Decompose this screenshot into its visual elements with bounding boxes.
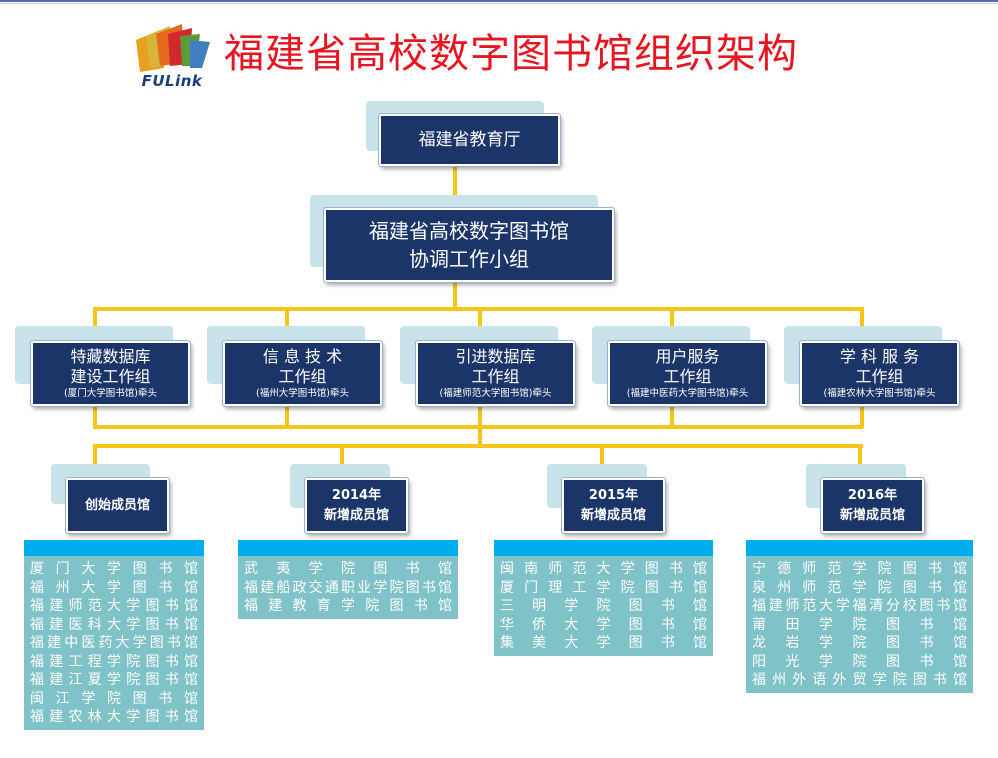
work-group-special-collections: 特藏数据库 建设工作组 (厦门大学图书馆)牵头 [31, 341, 190, 406]
library-item: 福建教育学院图书馆 [244, 598, 452, 614]
work-group-user-services: 用户服务 工作组 (福建中医药大学图书馆)牵头 [608, 341, 767, 406]
work-group-subtitle: 工作组 [278, 366, 327, 386]
node-education-department: 福建省教育厅 [379, 114, 560, 166]
book-stack-icon [136, 24, 210, 72]
work-group-subtitle: 工作组 [471, 366, 520, 386]
library-item: 厦门大学图书馆 [30, 561, 198, 577]
library-item: 龙岩学院图书馆 [752, 635, 967, 651]
library-item: 福建师范大学福清分校图书馆 [752, 598, 967, 614]
connector-group-5-drop [860, 307, 864, 341]
top-border-line-thin [0, 3, 998, 4]
connector-member-2-drop [340, 444, 344, 478]
connector-members-center [478, 425, 482, 447]
connector-members-bus [93, 444, 863, 448]
member-group-title: 新增成员馆 [323, 507, 389, 523]
fulink-logo: FULink [130, 22, 214, 92]
connector-group-2-drop [285, 307, 289, 341]
node-coordination-group: 福建省高校数字图书馆 协调工作小组 [324, 208, 614, 282]
library-item: 福建农林大学图书馆 [30, 709, 198, 725]
library-item: 宁德师范学院图书馆 [752, 561, 967, 577]
member-group-2014: 2014年 新增成员馆 [305, 478, 408, 533]
library-item: 阳光学院图书馆 [752, 653, 967, 670]
library-item: 福建师范大学图书馆 [30, 598, 198, 614]
library-item: 莆田学院图书馆 [752, 616, 967, 633]
member-group-title: 新增成员馆 [839, 507, 905, 523]
member-group-2015: 2015年 新增成员馆 [562, 478, 665, 533]
work-group-title: 用户服务 [655, 346, 720, 366]
work-group-information-technology: 信 息 技 术 工作组 (福州大学图书馆)牵头 [223, 341, 382, 406]
library-item: 武夷学院图书馆 [244, 561, 452, 577]
logo-text: FULink [141, 72, 203, 90]
library-item: 福建船政交通职业学院图书馆 [244, 579, 452, 596]
connector-member-3-drop [600, 444, 604, 478]
work-group-title: 信 息 技 术 [262, 346, 343, 366]
library-item: 福建医科大学图书馆 [30, 616, 198, 633]
library-item: 厦门理工学院图书馆 [500, 579, 707, 596]
library-item: 福州外语外贸学院图书馆 [752, 672, 967, 688]
connector-groups-rise-3 [478, 406, 482, 428]
library-list-header [24, 540, 204, 556]
work-group-lead: (福建师范大学图书馆)牵头 [439, 387, 552, 399]
library-item: 福州大学图书馆 [30, 579, 198, 596]
work-group-lead: (福建中医药大学图书馆)牵头 [626, 387, 749, 399]
library-list-2016: 宁德师范学院图书馆 泉州师范学院图书馆 福建师范大学福清分校图书馆 莆田学院图书… [746, 540, 973, 693]
connector-groups-rise-4 [670, 406, 674, 428]
connector-coord-down [453, 281, 457, 308]
connector-group-4-drop [670, 307, 674, 341]
connector-top-to-coord [453, 164, 457, 204]
library-list-2014: 武夷学院图书馆 福建船政交通职业学院图书馆 福建教育学院图书馆 [238, 540, 458, 619]
library-list-body: 闽南师范大学图书馆 厦门理工学院图书馆 三明学院图书馆 华侨大学图书馆 集美大学… [494, 556, 713, 656]
library-item: 福建江夏学院图书馆 [30, 672, 198, 688]
connector-group-1-drop [93, 307, 97, 341]
library-item: 三明学院图书馆 [500, 598, 707, 614]
connector-groups-rise-1 [93, 406, 97, 428]
library-list-header [238, 540, 458, 556]
top-border-line [0, 0, 998, 2]
library-list-body: 厦门大学图书馆 福州大学图书馆 福建师范大学图书馆 福建医科大学图书馆 福建中医… [24, 556, 204, 730]
page-title: 福建省高校数字图书馆组织架构 [224, 31, 798, 77]
library-list-header [746, 540, 973, 556]
library-item: 闽南师范大学图书馆 [500, 561, 707, 577]
library-item: 华侨大学图书馆 [500, 616, 707, 633]
node-label-line2: 协调工作小组 [409, 247, 529, 271]
member-group-year: 2014年 [331, 487, 382, 503]
member-group-2016: 2016年 新增成员馆 [821, 478, 924, 533]
library-list-2015: 闽南师范大学图书馆 厦门理工学院图书馆 三明学院图书馆 华侨大学图书馆 集美大学… [494, 540, 713, 656]
member-group-year: 2015年 [588, 487, 639, 503]
library-item: 福建中医药大学图书馆 [30, 635, 198, 651]
library-item: 福建工程学院图书馆 [30, 653, 198, 670]
member-group-founding: 创始成员馆 [66, 478, 169, 533]
library-list-body: 武夷学院图书馆 福建船政交通职业学院图书馆 福建教育学院图书馆 [238, 556, 458, 619]
library-list-founding: 厦门大学图书馆 福州大学图书馆 福建师范大学图书馆 福建医科大学图书馆 福建中医… [24, 540, 204, 730]
work-group-subtitle: 工作组 [663, 366, 712, 386]
library-list-body: 宁德师范学院图书馆 泉州师范学院图书馆 福建师范大学福清分校图书馆 莆田学院图书… [746, 556, 973, 693]
member-group-year: 2016年 [847, 487, 898, 503]
work-group-title: 引进数据库 [455, 346, 536, 366]
work-group-title: 学 科 服 务 [839, 346, 920, 366]
work-group-lead: (厦门大学图书馆)牵头 [64, 387, 157, 399]
work-group-lead: (福州大学图书馆)牵头 [256, 387, 349, 399]
library-list-header [494, 540, 713, 556]
connector-groups-rise-2 [285, 406, 289, 428]
connector-member-4-drop [858, 444, 862, 478]
connector-group-3-drop [478, 307, 482, 341]
work-group-title: 特藏数据库 [70, 346, 151, 366]
connector-groups-rise-5 [860, 406, 864, 428]
member-group-title: 新增成员馆 [580, 507, 646, 523]
work-group-imported-databases: 引进数据库 工作组 (福建师范大学图书馆)牵头 [416, 341, 575, 406]
work-group-lead: (福建农林大学图书馆)牵头 [823, 387, 936, 399]
library-item: 集美大学图书馆 [500, 635, 707, 651]
member-group-title: 创始成员馆 [84, 497, 150, 513]
library-item: 泉州师范学院图书馆 [752, 579, 967, 596]
node-label: 福建省教育厅 [418, 130, 521, 150]
work-group-subject-services: 学 科 服 务 工作组 (福建农林大学图书馆)牵头 [800, 341, 959, 406]
library-item: 闽江学院图书馆 [30, 690, 198, 707]
work-group-subtitle: 工作组 [855, 366, 904, 386]
node-label-line1: 福建省高校数字图书馆 [369, 219, 569, 243]
work-group-subtitle: 建设工作组 [70, 366, 151, 386]
